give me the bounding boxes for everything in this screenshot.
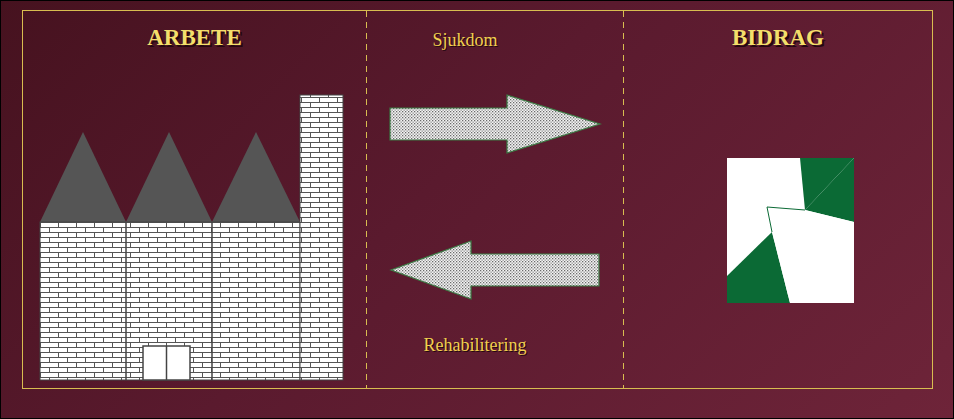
- block-arrow: [391, 241, 599, 299]
- panel-region: ARBETE: [23, 11, 366, 388]
- panel-heading: ARBETE: [23, 11, 366, 51]
- logo-symbol: [727, 158, 854, 303]
- arrow-label: Sjukdom: [432, 29, 497, 51]
- panel-region: BIDRAG: [624, 11, 932, 388]
- block-arrow: [390, 95, 600, 153]
- panel-heading: BIDRAG: [624, 11, 932, 51]
- arrow-label: Rehabilitering: [424, 334, 527, 356]
- factory-illustration: [40, 95, 343, 380]
